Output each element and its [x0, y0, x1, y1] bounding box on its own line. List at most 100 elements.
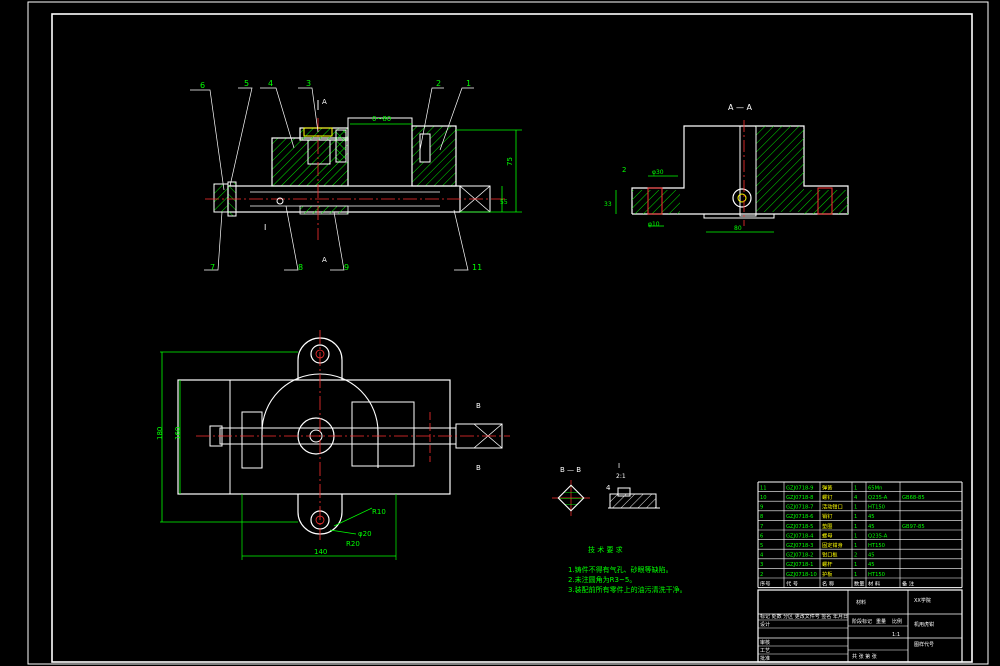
bom-cell-name: 弹簧	[822, 483, 832, 491]
bom-cell-qty: 1	[854, 562, 857, 568]
bom-cell-mat: 45	[868, 553, 875, 559]
bom-cell-name: 活动钳口	[822, 503, 843, 511]
section-bb-square	[557, 484, 585, 512]
bom-cell-mat: Q235-A	[868, 495, 888, 501]
section-aa-hatch-flange-l	[632, 190, 680, 214]
detail-title: Ⅰ	[618, 462, 620, 470]
front-view: A A 0~80 75 55 6 5 4 3 2 1	[190, 79, 522, 272]
balloon-9: 9	[344, 263, 349, 272]
dim-aa-phi: φ30	[652, 169, 664, 176]
bom-cell-mat: Q235-A	[868, 533, 888, 539]
detail-mark-i: Ⅰ	[264, 223, 266, 232]
left-nut	[213, 183, 229, 213]
tb-row-4: 批准	[760, 655, 770, 662]
bom-cell-mat: 45	[868, 514, 875, 520]
tech-requirements: 技 术 要 求 1.铸件不得有气孔、砂眼等缺陷。 2.未注圆角为R3~5。 3.…	[568, 545, 687, 594]
fixed-jaw-body	[271, 137, 349, 187]
bom-cell-mat: 45	[868, 524, 875, 530]
tb-sheet: 共 张 第 张	[852, 653, 877, 660]
inner-border	[51, 13, 973, 663]
bom-cell-name: 螺母	[822, 531, 832, 539]
bom-cell-mat: 45	[868, 562, 875, 568]
moving-jaw-body	[411, 125, 457, 187]
section-aa-hatch-flange-r	[804, 190, 848, 214]
dim-top-inner: 160	[174, 427, 182, 440]
bom-cell-code: GZJ0718-2	[786, 553, 813, 559]
bom-cell-qty: 1	[854, 524, 857, 530]
bom-cell-qty: 1	[854, 514, 857, 520]
section-aa-bolt-hole-l	[647, 187, 663, 215]
outer-border	[27, 1, 989, 665]
screw-inner-nut	[307, 139, 331, 165]
bom-cell-code: GZJ0718-1	[786, 562, 813, 568]
bom-cell-qty: 1	[854, 485, 857, 491]
section-aa-bolt-hole-r	[817, 187, 833, 215]
dim-top-hole: φ20	[358, 530, 372, 538]
bom-cell-code: GZJ0718-8	[786, 495, 813, 501]
section-mark-b-top: B	[476, 402, 481, 410]
dim-top-outer: 180	[156, 427, 164, 440]
title-block: 材料 XX学院 机用虎钳 图样代号 阶段标记 重量 比例 1:1 共 张 第 张…	[757, 589, 963, 663]
bom-cell-no: 4	[760, 553, 764, 559]
dim-top-length: 140	[314, 548, 327, 556]
bom-cell-no: 5	[760, 543, 763, 549]
bom-cell-no: 2	[760, 572, 763, 578]
balloon-6: 6	[200, 81, 205, 90]
bom-cell-code: GZJ0718-7	[786, 505, 813, 511]
dim-aa-width: 80	[734, 225, 742, 232]
tb-scale: 1:1	[892, 632, 900, 638]
section-mark-a-bottom: A	[322, 256, 327, 264]
tb-stage: 阶段标记	[852, 618, 872, 625]
tb-weight: 重量	[876, 618, 886, 625]
bom-header-code: 代 号	[786, 579, 798, 587]
balloon-4: 4	[268, 79, 273, 88]
bom-cell-note: GB97-85	[902, 524, 925, 530]
bom-cell-code: GZJ0718-4	[786, 533, 814, 539]
dim-aa-height: 33	[604, 201, 612, 208]
dim-height: 75	[506, 157, 514, 166]
tb-material: 材料	[856, 599, 866, 606]
bom-header-qty: 数量	[854, 579, 864, 587]
bom-cell-name: 固定钳身	[822, 541, 843, 549]
tb-ratio: 比例	[892, 618, 902, 625]
bom-cell-name: 螺杆	[822, 560, 832, 568]
detail-i-view: Ⅰ 2:1 4	[606, 462, 660, 509]
top-view-body	[177, 379, 451, 495]
dim-top-boss: R20	[346, 540, 360, 548]
section-aa-hatch-right	[756, 126, 804, 212]
balloon-3: 3	[306, 79, 311, 88]
bom-cell-mat: HT150	[868, 572, 885, 578]
section-aa-view: A — A φ30 2 33 φ10 80	[604, 103, 849, 233]
bom-header-name: 名 称	[822, 579, 834, 587]
bom-cell-no: 7	[760, 524, 763, 530]
screw-nut-hatch	[299, 205, 349, 215]
balloon-2: 2	[436, 79, 441, 88]
bom-cell-qty: 1	[854, 505, 857, 511]
balloon-7: 7	[210, 263, 215, 272]
tb-company: XX学院	[914, 597, 931, 604]
tb-row-3: 工艺	[760, 648, 770, 654]
bom-cell-no: 10	[760, 495, 767, 501]
dim-travel: 0~80	[372, 115, 391, 123]
bom-cell-qty: 1	[854, 572, 857, 578]
bom-cell-no: 11	[760, 485, 767, 491]
pin-hole	[276, 197, 284, 205]
tb-drawing-name: 机用虎钳	[914, 621, 934, 628]
bom-cell-qty: 2	[854, 553, 857, 559]
bom-cell-note: GB68-85	[902, 495, 925, 501]
jaw-plate-left	[335, 129, 347, 163]
clamp-gap	[347, 117, 413, 187]
balloon-11: 11	[472, 263, 482, 272]
dim-aa-hole: φ10	[648, 221, 660, 228]
dim-top-slot: R10	[372, 508, 386, 516]
section-bb-title: B — B	[560, 466, 581, 474]
bom-cell-qty: 4	[854, 495, 858, 501]
tech-title: 技 术 要 求	[588, 545, 623, 554]
bom-header-mat: 材 料	[868, 579, 880, 587]
bom-cell-qty: 1	[854, 533, 857, 539]
tech-item-1: 1.铸件不得有气孔、砂眼等缺陷。	[568, 565, 673, 574]
tb-drawing-no: 图样代号	[914, 641, 934, 648]
bom-cell-code: GZJ0718-9	[786, 485, 813, 491]
bom-cell-mat: HT150	[868, 505, 885, 511]
